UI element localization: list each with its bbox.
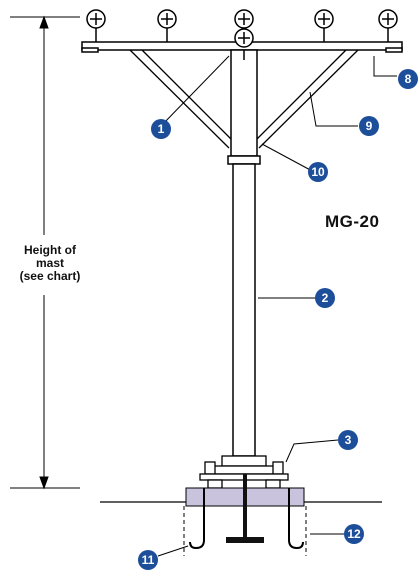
svg-text:2: 2 <box>322 291 329 305</box>
lamp-2 <box>157 9 177 42</box>
height-label-line-2: mast <box>35 256 64 270</box>
lamp-3 <box>234 9 254 29</box>
mast-lower <box>232 163 256 457</box>
braces <box>129 49 359 149</box>
svg-text:8: 8 <box>405 72 412 86</box>
leader-lines <box>157 55 397 557</box>
mast-upper <box>230 49 258 157</box>
svg-text:9: 9 <box>366 119 373 133</box>
callout-3: 3 <box>338 430 358 450</box>
svg-text:11: 11 <box>142 553 155 567</box>
center-stake <box>226 474 264 543</box>
mast-coupling <box>227 155 261 165</box>
callout-1: 1 <box>151 119 171 139</box>
svg-text:10: 10 <box>311 165 325 179</box>
height-label-line-3: (see chart) <box>19 269 81 283</box>
lamp-1 <box>86 9 106 42</box>
model-label: MG-20 <box>325 212 380 231</box>
callout-10: 10 <box>308 162 328 182</box>
callout-8: 8 <box>398 69 418 89</box>
callout-12: 12 <box>344 524 364 544</box>
excavation-lines <box>183 506 307 556</box>
callout-9: 9 <box>359 116 379 136</box>
svg-text:12: 12 <box>347 527 361 541</box>
top-lamp <box>234 28 254 48</box>
callout-11: 11 <box>138 550 158 570</box>
lamp-4 <box>314 9 334 42</box>
anchor-bolts <box>189 488 304 550</box>
lamp-5 <box>378 9 398 42</box>
height-dimension <box>10 15 80 490</box>
svg-text:3: 3 <box>345 433 352 447</box>
lamp-fixtures <box>86 9 398 42</box>
height-label-line-1: Height of <box>24 243 76 257</box>
height-of-mast-label: Height of mast (see chart) <box>2 244 98 283</box>
svg-text:1: 1 <box>158 122 165 136</box>
callout-2: 2 <box>315 288 335 308</box>
